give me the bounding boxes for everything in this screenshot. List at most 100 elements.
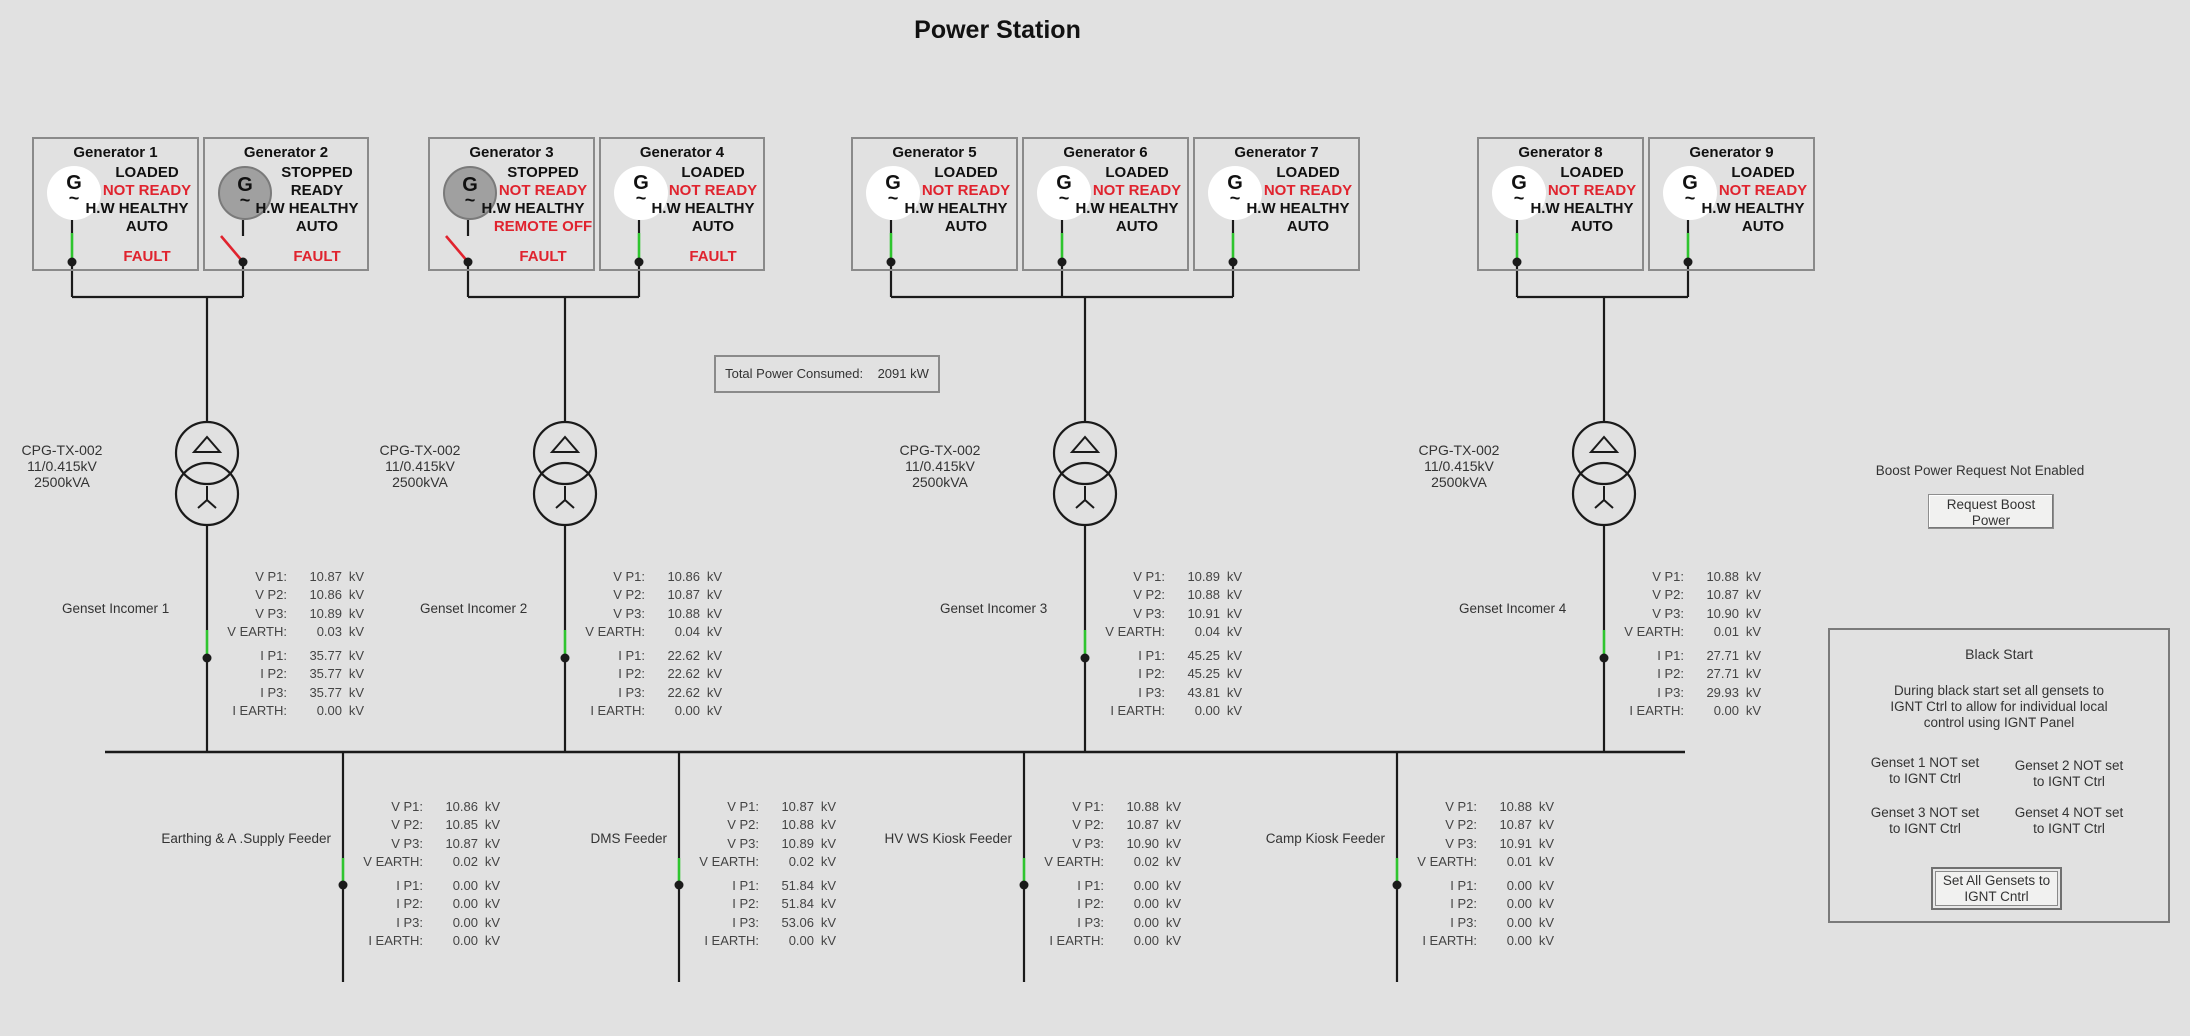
meter-value: 27.71 xyxy=(1706,648,1739,664)
meter-unit: kV xyxy=(820,878,836,894)
meter-unit: kV xyxy=(348,684,364,700)
transformer-primary-winding xyxy=(1571,420,1637,486)
transformer-4-label: CPG-TX-002 11/0.415kV 2500kVA xyxy=(1394,442,1524,490)
meter-unit: kV xyxy=(1165,817,1181,833)
meter-label: I P2: xyxy=(396,896,423,912)
meter-row-vp2: V P2: 10.88 kV xyxy=(1095,586,1242,604)
meter-row-ip2: I P2: 0.00 kV xyxy=(1034,895,1181,913)
incomer-1-label: Genset Incomer 1 xyxy=(62,601,170,616)
transformer-primary-winding xyxy=(1052,420,1118,486)
meter-unit: kV xyxy=(348,587,364,603)
generator-icon-letter: G xyxy=(66,172,82,194)
meter-unit: kV xyxy=(1226,684,1242,700)
generator-status: LOADED NOT READY H.W HEALTHY AUTO xyxy=(1246,164,1358,236)
meter-unit: kV xyxy=(820,853,836,869)
generator-panel-3[interactable]: Generator 3 G ~ STOPPED NOT READY H.W HE… xyxy=(428,137,595,271)
meter-value: 51.84 xyxy=(781,896,814,912)
meter-row-vp1: V P1: 10.89 kV xyxy=(1095,568,1242,586)
meter-row-vp3: V P3: 10.88 kV xyxy=(575,605,722,623)
meter-label: V EARTH: xyxy=(227,623,287,639)
meter-label: V P3: xyxy=(727,835,759,851)
generator-panel-8[interactable]: Generator 8 G ~ LOADED NOT READY H.W HEA… xyxy=(1477,137,1644,271)
meter-unit: kV xyxy=(706,569,722,584)
feeder-2-meter: V P1: 10.87 kV V P2: 10.88 kV V P3: 10.8… xyxy=(689,798,836,950)
generator-icon: G ~ xyxy=(866,166,920,220)
generator-panel-7[interactable]: Generator 7 G ~ LOADED NOT READY H.W HEA… xyxy=(1193,137,1360,271)
hw-state: H.W HEALTHY xyxy=(1701,200,1805,217)
meter-unit: kV xyxy=(1745,666,1761,682)
meter-row-vearth: V EARTH: 0.01 kV xyxy=(1407,853,1554,871)
meter-unit: kV xyxy=(1226,569,1242,584)
meter-label: V P3: xyxy=(1133,605,1165,621)
generator-panel-9[interactable]: Generator 9 G ~ LOADED NOT READY H.W HEA… xyxy=(1648,137,1815,271)
meter-value: 0.00 xyxy=(452,914,478,930)
generator-panel-6[interactable]: Generator 6 G ~ LOADED NOT READY H.W HEA… xyxy=(1022,137,1189,271)
generator-panel-4[interactable]: Generator 4 G ~ LOADED NOT READY H.W HEA… xyxy=(599,137,765,271)
run-state: LOADED xyxy=(1105,164,1169,181)
generator-icon-wave: ~ xyxy=(239,190,251,210)
wye-icon xyxy=(1603,499,1614,509)
meter-unit: kV xyxy=(1226,587,1242,603)
meter-label: I P1: xyxy=(1077,878,1104,894)
generator-icon: G ~ xyxy=(1208,166,1262,220)
meter-label: I P1: xyxy=(1138,648,1165,664)
generator-panel-1[interactable]: Generator 1 G ~ LOADED NOT READY H.W HEA… xyxy=(32,137,199,271)
generator-panel-2[interactable]: Generator 2 G ~ STOPPED READY H.W HEALTH… xyxy=(203,137,369,271)
meter-unit: kV xyxy=(706,648,722,664)
generator-name: Generator 8 xyxy=(1518,144,1603,161)
meter-label: I P1: xyxy=(618,648,645,664)
transformer-tag: CPG-TX-002 xyxy=(21,442,103,458)
meter-row-vearth: V EARTH: 0.01 kV xyxy=(1614,623,1761,641)
meter-value: 0.01 xyxy=(1506,853,1532,869)
generator-icon: G ~ xyxy=(1663,166,1717,220)
genset-2-ignt-status: Genset 2 NOT set to IGNT Ctrl xyxy=(2014,758,2124,789)
meter-value: 22.62 xyxy=(667,684,700,700)
feeder-3-meter: V P1: 10.88 kV V P2: 10.87 kV V P3: 10.9… xyxy=(1034,798,1181,950)
meter-row-vp2: V P2: 10.87 kV xyxy=(1407,816,1554,834)
meter-unit: kV xyxy=(1745,684,1761,700)
meter-value: 35.77 xyxy=(309,648,342,664)
generator-status: LOADED NOT READY H.W HEALTHY AUTO xyxy=(85,164,197,236)
generator-icon: G ~ xyxy=(218,166,272,220)
set-all-gensets-ignt-button[interactable]: Set All Gensets to IGNT Cntrl xyxy=(1931,867,2062,910)
generator-icon: G ~ xyxy=(47,166,101,220)
meter-unit: kV xyxy=(1226,648,1242,664)
generator-name: Generator 9 xyxy=(1689,144,1774,161)
meter-unit: kV xyxy=(348,666,364,682)
transformer-ratio: 11/0.415kV xyxy=(385,458,455,474)
hw-state: H.W HEALTHY xyxy=(1075,200,1179,217)
meter-row-vp3: V P3: 10.89 kV xyxy=(689,835,836,853)
transformer-tag: CPG-TX-002 xyxy=(899,442,981,458)
feeder-1-meter: V P1: 10.86 kV V P2: 10.85 kV V P3: 10.8… xyxy=(353,798,500,950)
generator-name: Generator 1 xyxy=(73,144,158,161)
meter-row-ip2: I P2: 27.71 kV xyxy=(1614,665,1761,683)
meter-value: 53.06 xyxy=(781,914,814,930)
transformer-rating: 2500kVA xyxy=(392,474,448,490)
meter-unit: kV xyxy=(484,878,500,894)
meter-row-ip1: I P1: 51.84 kV xyxy=(689,877,836,895)
meter-label: I P1: xyxy=(732,878,759,894)
meter-unit: kV xyxy=(1745,587,1761,603)
meter-value: 0.00 xyxy=(452,896,478,912)
meter-unit: kV xyxy=(1538,878,1554,894)
incomer-4-label: Genset Incomer 4 xyxy=(1459,601,1567,616)
fault-indicator: FAULT xyxy=(123,248,171,265)
total-power-unit: kW xyxy=(910,366,929,381)
meter-row-vearth: V EARTH: 0.02 kV xyxy=(353,853,500,871)
meter-unit: kV xyxy=(1165,878,1181,894)
meter-row-vp1: V P1: 10.86 kV xyxy=(353,798,500,816)
meter-row-ip3: I P3: 43.81 kV xyxy=(1095,684,1242,702)
run-state: LOADED xyxy=(1276,164,1340,181)
meter-row-iearth: I EARTH: 0.00 kV xyxy=(1034,932,1181,950)
generator-panel-5[interactable]: Generator 5 G ~ LOADED NOT READY H.W HEA… xyxy=(851,137,1018,271)
meter-value: 10.87 xyxy=(1706,587,1739,603)
meter-row-ip3: I P3: 53.06 kV xyxy=(689,914,836,932)
total-power-value: 2091 xyxy=(877,366,907,381)
meter-row-vp1: V P1: 10.88 kV xyxy=(1407,798,1554,816)
request-boost-power-button[interactable]: Request Boost Power xyxy=(1928,494,2054,529)
meter-label: V P1: xyxy=(1072,799,1104,814)
meter-row-ip3: I P3: 0.00 kV xyxy=(1034,914,1181,932)
generator-name: Generator 4 xyxy=(639,144,725,161)
meter-label: I P3: xyxy=(1657,684,1684,700)
meter-value: 10.89 xyxy=(309,605,342,621)
